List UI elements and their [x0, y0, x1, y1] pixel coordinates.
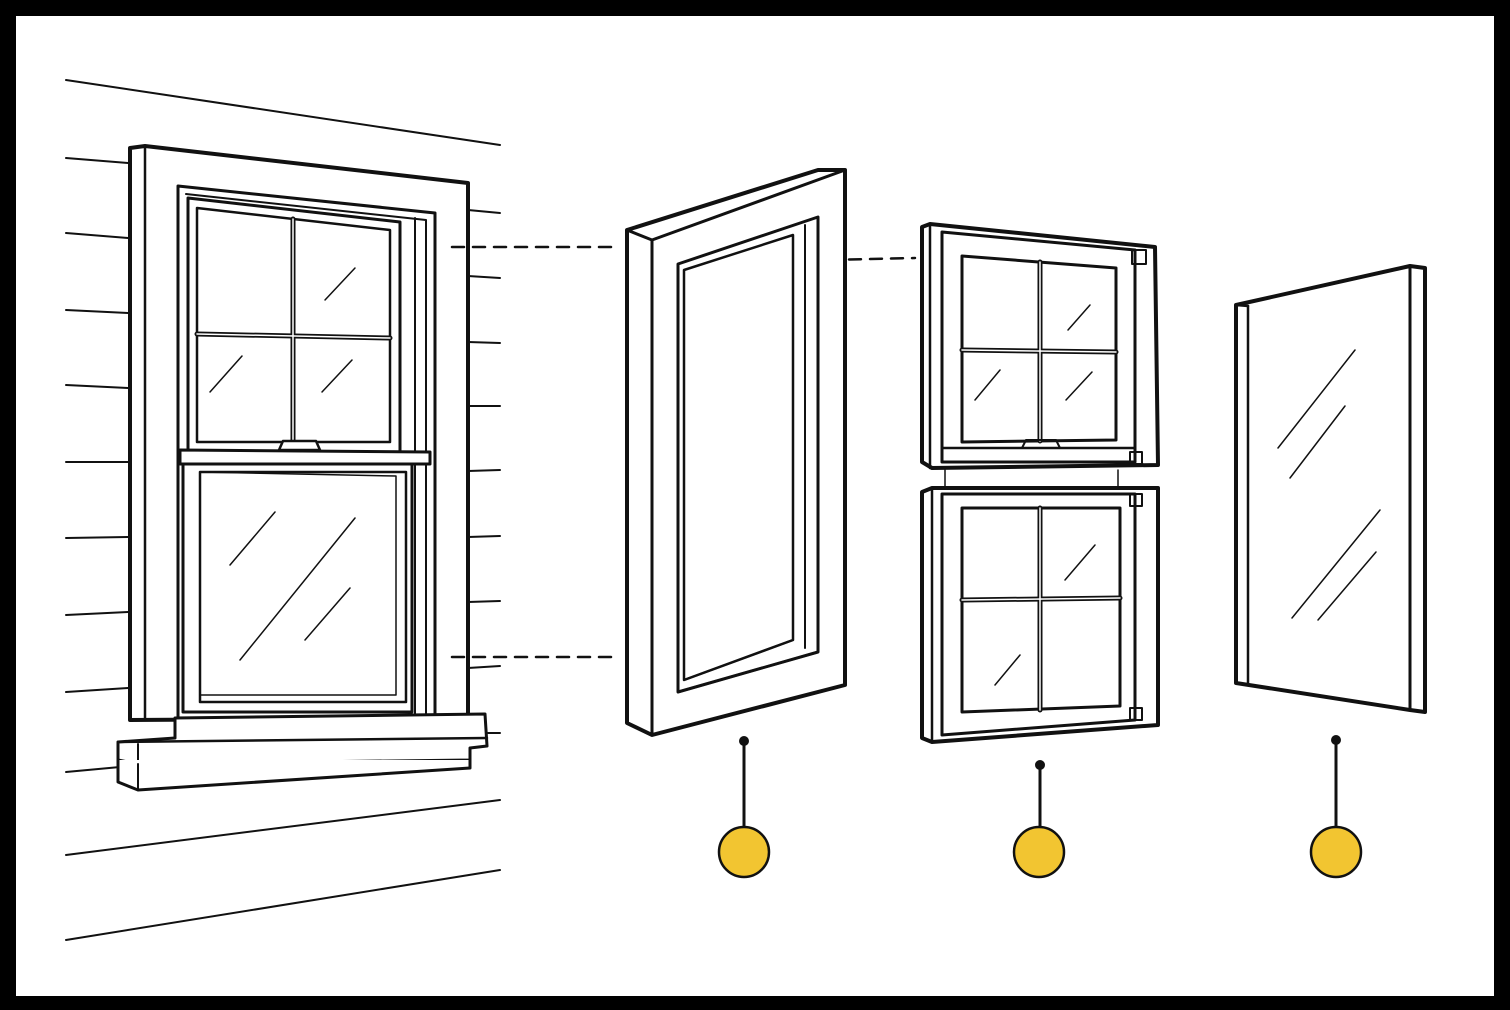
- callout-window-sashes[interactable]: [1012, 760, 1066, 879]
- wall-siding: [65, 79, 501, 941]
- callout-glass-pane[interactable]: [1309, 735, 1363, 879]
- window-frame: [625, 168, 847, 737]
- callout-marker[interactable]: [1012, 825, 1066, 879]
- glass-pane: [1234, 264, 1427, 714]
- callout-marker[interactable]: [1309, 825, 1363, 879]
- explode-guides: [450, 245, 917, 659]
- installed-window: [116, 144, 489, 792]
- window-sashes: [920, 222, 1160, 744]
- callout-marker[interactable]: [717, 825, 771, 879]
- callout-window-frame[interactable]: [717, 736, 771, 879]
